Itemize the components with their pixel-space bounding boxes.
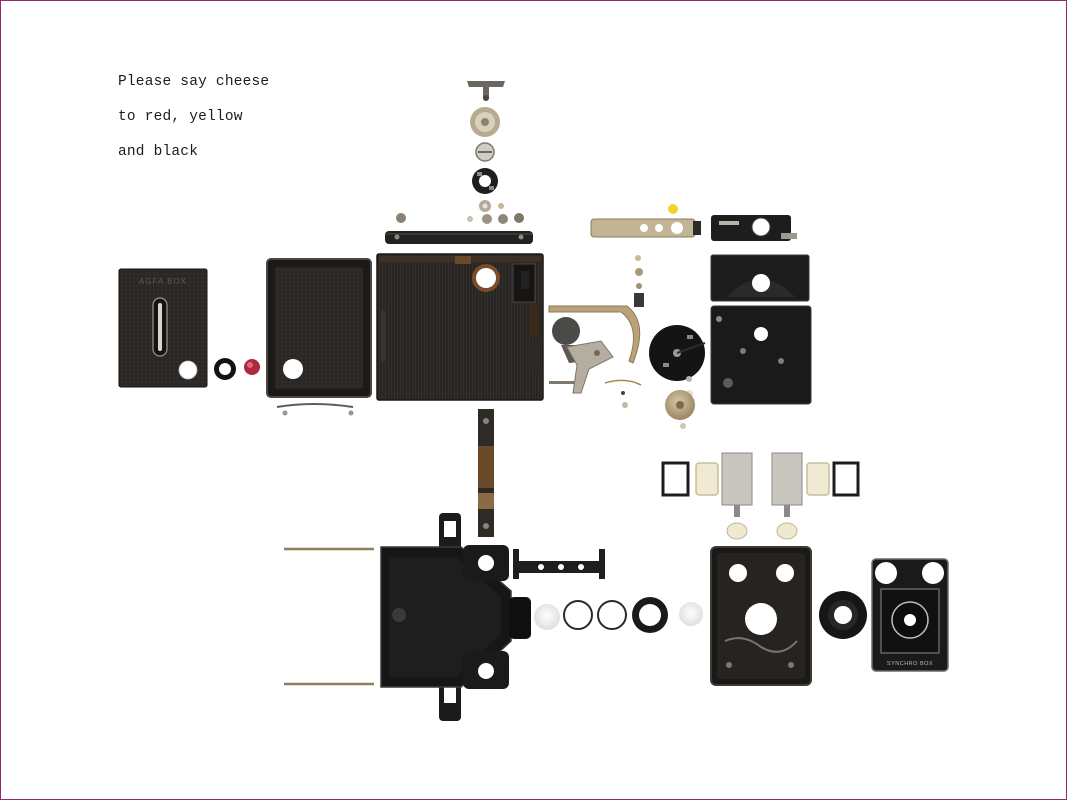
viewfinder-frames-right xyxy=(806,461,860,497)
front-plate-model-text: SYNCHRO BOX xyxy=(887,661,933,667)
yellow-dot xyxy=(668,204,678,214)
black-ring-part xyxy=(472,168,498,194)
inner-back-panel xyxy=(266,258,372,398)
camera-body-housing xyxy=(376,253,544,401)
caption: Please say cheese to red, yellow and bla… xyxy=(118,73,269,178)
back-plate-brand-text: AGFA BOX xyxy=(139,277,187,286)
upper-shutter-plate xyxy=(711,215,797,241)
red-window-disc xyxy=(244,359,260,375)
viewfinder-frames-left xyxy=(661,461,719,497)
spring-clips xyxy=(276,403,354,416)
shutter-housing-main xyxy=(710,305,812,405)
viewfinder-mirror-left xyxy=(721,452,753,517)
viewfinder-lenses xyxy=(726,522,798,540)
front-faceplate: SYNCHRO BOX xyxy=(871,558,949,672)
brass-washer-part xyxy=(470,107,500,137)
carrying-strap xyxy=(385,231,533,244)
shutter-lever-arm xyxy=(548,305,641,364)
film-transport-rods xyxy=(284,547,374,686)
shutter-housing-top xyxy=(710,254,810,302)
caption-line-2: to red, yellow xyxy=(118,109,243,125)
lens-elements-row xyxy=(534,597,703,633)
film-spool xyxy=(513,549,605,579)
slotted-screw-part xyxy=(475,142,495,162)
caption-line-1: Please say cheese xyxy=(118,74,270,90)
back-plate: AGFA BOX xyxy=(118,268,208,388)
top-screw-stack xyxy=(396,81,524,224)
eyepiece-ring xyxy=(214,358,236,380)
caption-line-3: and black xyxy=(118,144,199,160)
black-shutter-disc xyxy=(649,325,706,381)
shutter-blade-strip xyxy=(590,218,701,238)
film-guide-rail xyxy=(478,409,494,537)
spring-lever-assembly xyxy=(549,340,642,408)
lens-cone-housing xyxy=(380,545,531,689)
front-inner-panel xyxy=(710,546,812,686)
viewfinder-mirror-right xyxy=(771,452,803,517)
small-screws-row xyxy=(396,200,524,224)
winding-key-part xyxy=(467,81,505,101)
brass-gear-disc xyxy=(665,390,695,420)
lens-mount-ring xyxy=(819,591,867,639)
